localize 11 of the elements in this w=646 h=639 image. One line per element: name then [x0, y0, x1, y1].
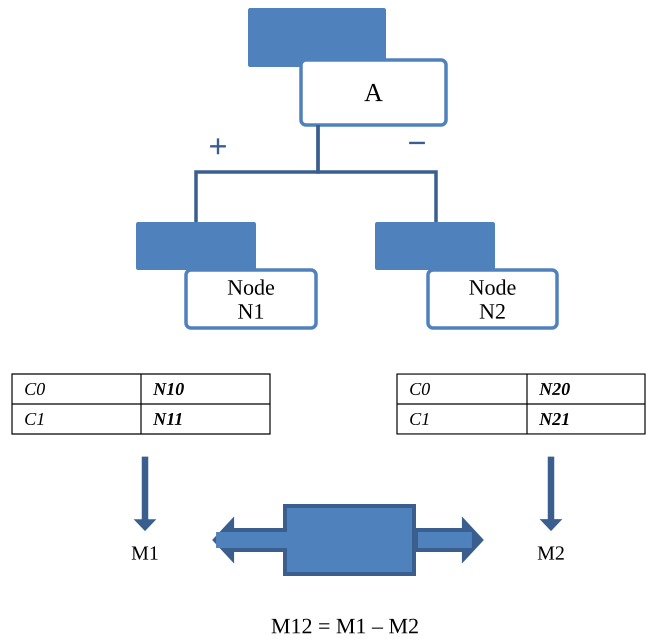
data-table: C0 N10 C1 N11	[11, 373, 271, 435]
connector-line	[316, 125, 438, 222]
data-table: C0 N20 C1 N21	[396, 373, 646, 435]
text-label: M2	[538, 546, 564, 560]
text-label: M1	[132, 546, 158, 560]
edge-label: +	[210, 138, 226, 154]
node-box: Node N2	[375, 222, 559, 330]
node-box: A	[248, 8, 448, 127]
node-box: Node N1	[136, 222, 318, 330]
formula-text: M12 = M1 – M2	[272, 618, 418, 634]
edge-label: −	[409, 142, 425, 144]
